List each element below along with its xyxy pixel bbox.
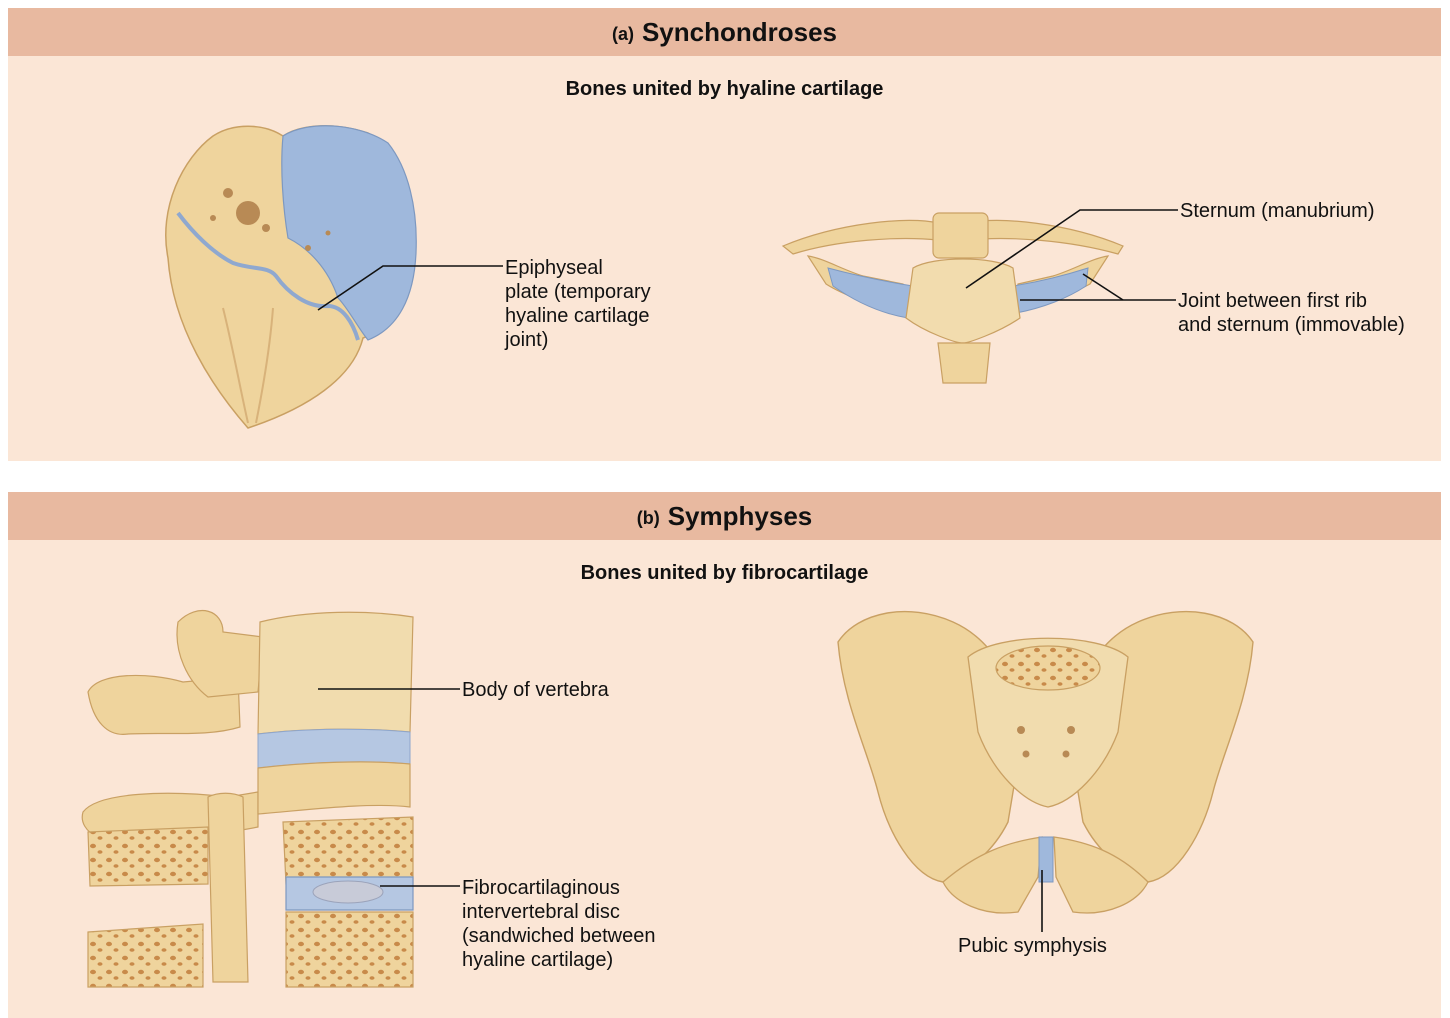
label-pubic-symphysis: Pubic symphysis bbox=[958, 934, 1107, 958]
label-epiphyseal-line-2: plate (temporary bbox=[505, 280, 651, 304]
label-intervertebral-disc: Fibrocartilaginous intervertebral disc (… bbox=[462, 876, 655, 972]
label-first-rib-joint: Joint between first rib and sternum (imm… bbox=[1178, 289, 1405, 337]
panel-symphyses: (b) Symphyses Bones united by fibrocarti… bbox=[8, 492, 1441, 1018]
sternum-ribs-illustration bbox=[783, 213, 1123, 383]
label-epiphyseal-line-3: hyaline cartilage bbox=[505, 304, 651, 328]
panel-b-artwork bbox=[8, 492, 1441, 1018]
label-epiphyseal-line-1: Epiphyseal bbox=[505, 256, 651, 280]
label-first-rib-line-2: and sternum (immovable) bbox=[1178, 313, 1405, 337]
label-first-rib-line-1: Joint between first rib bbox=[1178, 289, 1405, 313]
label-epiphyseal-plate: Epiphyseal plate (temporary hyaline cart… bbox=[505, 256, 651, 352]
label-sternum: Sternum (manubrium) bbox=[1180, 199, 1375, 223]
label-disc-line-1: Fibrocartilaginous bbox=[462, 876, 655, 900]
label-epiphyseal-line-4: joint) bbox=[505, 328, 651, 352]
panel-synchondroses: (a) Synchondroses Bones united by hyalin… bbox=[8, 8, 1441, 461]
panel-a-artwork bbox=[8, 8, 1441, 461]
pelvis-illustration bbox=[838, 612, 1253, 913]
label-disc-line-2: intervertebral disc bbox=[462, 900, 655, 924]
label-disc-line-3: (sandwiched between bbox=[462, 924, 655, 948]
vertebral-column-illustration bbox=[82, 611, 413, 987]
label-disc-line-4: hyaline cartilage) bbox=[462, 948, 655, 972]
label-body-of-vertebra: Body of vertebra bbox=[462, 678, 609, 702]
humerus-head-illustration bbox=[166, 126, 416, 428]
